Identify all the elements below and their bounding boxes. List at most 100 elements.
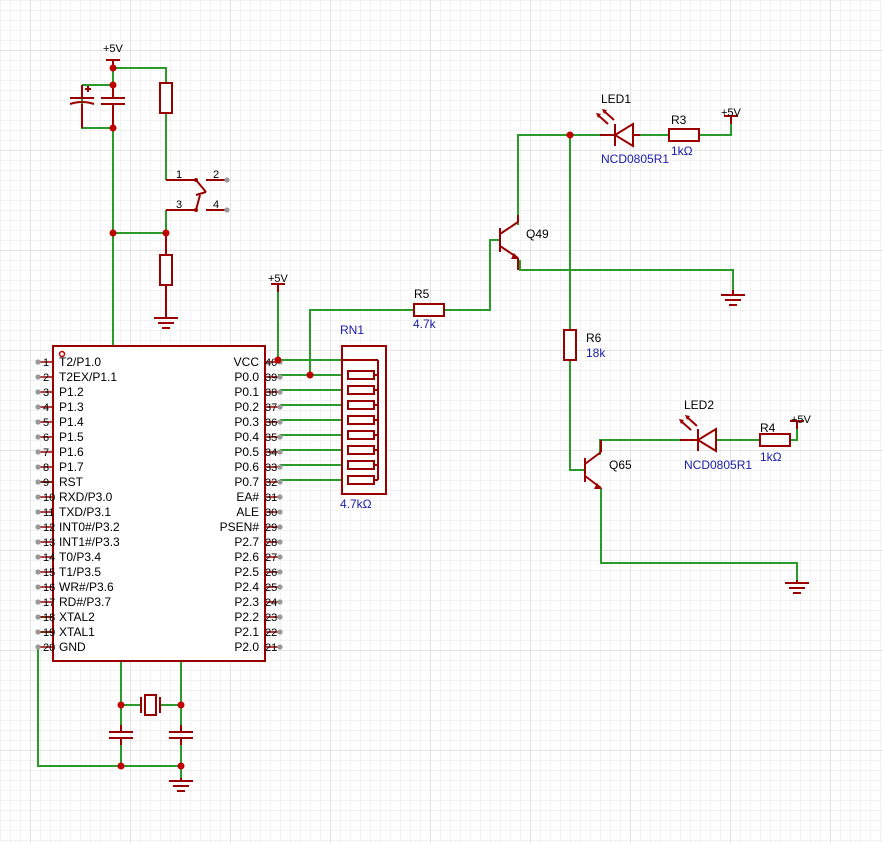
mcu-pin-end[interactable] (277, 374, 283, 380)
mcu-pin-end[interactable] (35, 419, 41, 425)
resistor-r5[interactable]: R5 4.7k (413, 287, 445, 331)
mcu-pin-end[interactable] (277, 479, 283, 485)
switch-pin1: 1 (176, 169, 182, 181)
led1[interactable]: LED1 NCD0805R1 (596, 92, 669, 166)
led1-part: NCD0805R1 (601, 152, 669, 166)
mcu-pin-end[interactable] (35, 569, 41, 575)
mcu-pin-end[interactable] (277, 509, 283, 515)
mcu-pin-label: P1.3 (59, 400, 84, 414)
mcu-pin-end[interactable] (277, 599, 283, 605)
rn1-resistor (347, 460, 375, 470)
mcu-pin-label: T2EX/P1.1 (59, 370, 117, 384)
mcu-pin-end[interactable] (35, 629, 41, 635)
mcu-pin-label: P0.4 (234, 430, 259, 444)
mcu-right-pins: 40VCC39P0.038P0.137P0.236P0.335P0.434P0.… (220, 355, 283, 654)
mcu-pin-end[interactable] (277, 389, 283, 395)
mcu-pin-number: 13 (43, 537, 55, 549)
mcu-pin-label: P2.4 (234, 580, 259, 594)
reset-resistor-bottom (159, 233, 173, 313)
crystal[interactable] (140, 694, 161, 716)
mcu-pin-number: 19 (43, 627, 55, 639)
mcu-pin-label: ALE (236, 505, 259, 519)
r3-name: R3 (671, 113, 687, 127)
mcu-pin-label: INT0#/P3.2 (59, 520, 120, 534)
mcu-pin-end[interactable] (35, 389, 41, 395)
mcu-pin-label: XTAL2 (59, 610, 95, 624)
mcu-pin-end[interactable] (35, 494, 41, 500)
reset-switch[interactable]: 1 2 3 4 (166, 169, 230, 213)
mcu-pin-end[interactable] (277, 614, 283, 620)
mcu-pin-end[interactable] (277, 419, 283, 425)
resistor-r4[interactable]: R4 1kΩ (759, 421, 791, 464)
mcu-pin-end[interactable] (277, 434, 283, 440)
led2[interactable]: LED2 NCD0805R1 (679, 398, 752, 472)
mcu-pin-number: 17 (43, 597, 55, 609)
rn1-resistor (347, 475, 375, 485)
mcu-pin-end[interactable] (35, 554, 41, 560)
mcu-pin-end[interactable] (35, 539, 41, 545)
mcu-pin-end[interactable] (35, 464, 41, 470)
mcu-pin-end[interactable] (277, 554, 283, 560)
mcu-pin-end[interactable] (277, 449, 283, 455)
mcu-pin-number: 34 (265, 447, 277, 459)
mcu-pin-label: WR#/P3.6 (59, 580, 114, 594)
mcu-pin-end[interactable] (35, 449, 41, 455)
mcu-pin-label: P2.7 (234, 535, 259, 549)
mcu-pin-end[interactable] (277, 629, 283, 635)
mcu-pin-number: 5 (43, 417, 49, 429)
mcu-pin-number: 7 (43, 447, 49, 459)
transistor-q65[interactable]: Q65 (584, 440, 632, 489)
mcu-pin-label: RD#/P3.7 (59, 595, 111, 609)
electrolytic-capacitor (69, 85, 95, 128)
mcu-pin-label: P1.7 (59, 460, 84, 474)
resistor-network-rn1[interactable]: RN1 4.7kΩ (340, 323, 387, 511)
mcu-pin-label: P2.5 (234, 565, 259, 579)
switch-pin3: 3 (176, 199, 182, 211)
resistor-r3[interactable]: R3 1kΩ (668, 113, 700, 158)
mcu-pin-end[interactable] (35, 644, 41, 650)
mcu-pin-end[interactable] (35, 359, 41, 365)
mcu-pin-end[interactable] (277, 464, 283, 470)
mcu-pin-end[interactable] (35, 524, 41, 530)
mcu-pin-end[interactable] (35, 374, 41, 380)
transistor-q49[interactable]: Q49 (499, 215, 549, 270)
r4-name: R4 (760, 421, 776, 435)
mcu-pin-label: P0.0 (234, 370, 259, 384)
mcu-pin-number: 21 (265, 642, 277, 654)
mcu-pin-end[interactable] (35, 404, 41, 410)
mcu-pin-number: 3 (43, 387, 49, 399)
led2-part: NCD0805R1 (684, 458, 752, 472)
mcu-pin-end[interactable] (277, 494, 283, 500)
mcu-pin-end[interactable] (277, 539, 283, 545)
mcu-pin-end[interactable] (277, 644, 283, 650)
mcu-pin-end[interactable] (35, 614, 41, 620)
vcc-symbol-r4: +5V (790, 414, 812, 429)
mcu-pin-label: P2.2 (234, 610, 259, 624)
switch-pin4: 4 (213, 199, 219, 211)
mcu-pin-end[interactable] (277, 569, 283, 575)
mcu-pin-end[interactable] (35, 479, 41, 485)
junction-dots (109, 64, 574, 770)
mcu-pin-label: P0.1 (234, 385, 259, 399)
mcu-pin-number: 31 (265, 492, 277, 504)
r6-name: R6 (586, 331, 602, 345)
vcc-symbol-top: +5V (103, 43, 124, 68)
mcu-pin-label: XTAL1 (59, 625, 95, 639)
vcc-symbol-mcu: +5V (268, 273, 289, 292)
ceramic-capacitor-top (101, 85, 125, 128)
gnd-symbol-q65 (785, 580, 809, 594)
vcc-label-r3: +5V (721, 107, 742, 119)
mcu-pin-end[interactable] (35, 599, 41, 605)
mcu-pin-end[interactable] (35, 434, 41, 440)
mcu-pin-label: GND (59, 640, 86, 654)
mcu-pin-end[interactable] (35, 584, 41, 590)
rn1-elements (342, 359, 379, 485)
r3-value: 1kΩ (671, 144, 693, 158)
mcu-pin-end[interactable] (35, 509, 41, 515)
mcu-pin-end[interactable] (277, 404, 283, 410)
resistor-r6[interactable]: R6 18k (563, 329, 606, 361)
mcu-pin-end[interactable] (277, 524, 283, 530)
mcu-pin-end[interactable] (277, 584, 283, 590)
mcu-pin-number: 25 (265, 582, 277, 594)
